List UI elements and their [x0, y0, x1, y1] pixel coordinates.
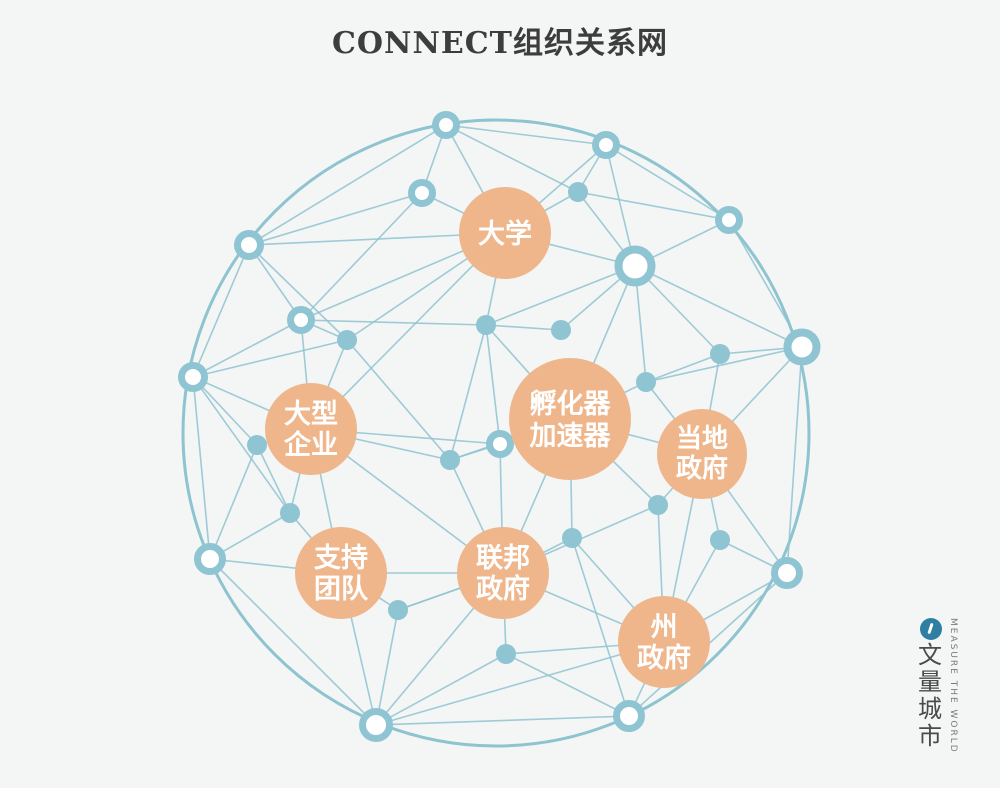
node-state-government-label-1: 州 — [651, 612, 678, 643]
network-ring — [614, 245, 656, 287]
node-local-government-label-2: 政府 — [676, 453, 728, 484]
node-university: 大学 — [459, 187, 551, 279]
network-edge — [248, 124, 447, 246]
network-edge — [445, 124, 607, 146]
network-edge — [449, 324, 487, 461]
network-ring — [715, 206, 743, 234]
network-ring — [432, 111, 460, 139]
network-dot — [710, 344, 730, 364]
network-ring — [486, 430, 514, 458]
network-edge — [485, 324, 562, 331]
network-dot — [440, 450, 460, 470]
network-ring — [592, 131, 620, 159]
network-edge — [786, 346, 803, 574]
network-edge — [192, 319, 302, 378]
network-edge — [445, 124, 579, 193]
network-edge — [192, 339, 348, 378]
network-edge — [645, 346, 803, 383]
network-dot — [568, 182, 588, 202]
node-state-government-label-2: 政府 — [637, 642, 691, 674]
network-edge — [634, 265, 803, 348]
network-dot — [562, 528, 582, 548]
network-ring — [359, 708, 393, 742]
network-edge — [300, 319, 487, 326]
network-edge — [300, 192, 423, 321]
network-dot — [648, 495, 668, 515]
node-local-government: 当地 政府 — [657, 409, 747, 499]
brand-name: 文量城市 — [918, 641, 942, 750]
diagram-title: CONNECT组织关系网 — [332, 26, 668, 61]
network-edge — [248, 244, 348, 341]
network-edge — [248, 192, 423, 246]
network-dot — [710, 530, 730, 550]
network-edge — [645, 353, 721, 383]
network-outer-circle — [181, 118, 811, 748]
network-edge — [571, 537, 630, 717]
network-edge — [505, 653, 630, 717]
node-incubator-label-1: 孵化器 — [530, 388, 612, 420]
node-support-team-label-2: 团队 — [314, 574, 369, 605]
network-dot — [280, 503, 300, 523]
node-federal-government-label-1: 联邦 — [476, 543, 530, 574]
node-federal-government-label-2: 政府 — [476, 573, 530, 605]
network-edge — [605, 144, 730, 221]
network-dot — [551, 320, 571, 340]
network-edge — [192, 376, 291, 514]
network-edge — [209, 444, 258, 560]
node-support-team-label-1: 支持 — [314, 543, 368, 574]
network-edge — [346, 339, 451, 461]
network-edge — [248, 244, 302, 321]
network-edge — [256, 444, 291, 514]
network-ring — [234, 230, 264, 260]
network-edge — [375, 609, 399, 726]
network-edge — [192, 244, 250, 378]
network-ring — [194, 543, 226, 575]
network-dot — [247, 435, 267, 455]
network-ring — [613, 700, 645, 732]
network-ring — [771, 557, 803, 589]
network-edge — [375, 653, 507, 726]
node-university-label: 大学 — [478, 218, 532, 250]
node-enterprise-label-1: 大型 — [284, 399, 338, 430]
node-incubator: 孵化器 加速器 — [509, 358, 631, 480]
network-edge — [605, 144, 636, 267]
node-state-government: 州 政府 — [618, 596, 710, 688]
network-ring — [408, 179, 436, 207]
node-support-team: 支持 团队 — [295, 527, 387, 619]
network-edge — [209, 558, 377, 726]
node-federal-government: 联邦 政府 — [457, 527, 549, 619]
node-incubator-label-2: 加速器 — [530, 421, 612, 452]
network-dot — [388, 600, 408, 620]
node-enterprise-label-2: 企业 — [284, 429, 338, 461]
brand-slogan: MEASURE THE WORLD — [948, 618, 958, 754]
network-edge — [577, 191, 730, 221]
network-edge — [375, 641, 665, 726]
network-dots — [247, 182, 730, 664]
node-local-government-label-1: 当地 — [676, 424, 728, 454]
network-dot — [496, 644, 516, 664]
node-enterprise: 大型 企业 — [265, 383, 357, 475]
brand-logo-icon — [920, 618, 942, 640]
network-dot — [337, 330, 357, 350]
network-rings — [178, 111, 821, 742]
brand-watermark: 文量城市 MEASURE THE WORLD — [918, 618, 976, 758]
network-ring — [178, 362, 208, 392]
network-edge — [192, 376, 258, 446]
network-edge — [192, 376, 211, 560]
network-edge — [375, 715, 630, 726]
network-ring — [287, 306, 315, 334]
network-dot — [476, 315, 496, 335]
network-dot — [636, 372, 656, 392]
network-edge — [485, 265, 636, 326]
network-edge — [485, 324, 501, 445]
network-ring — [783, 328, 821, 366]
